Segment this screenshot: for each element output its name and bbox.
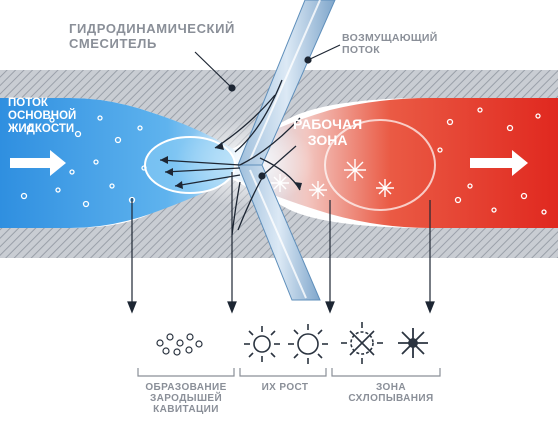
label-pointers <box>194 44 341 180</box>
bubble-cluster-icon <box>156 333 203 356</box>
streamline-heads <box>160 142 302 190</box>
growing-bubble-icon <box>288 324 328 364</box>
growing-bubble-icon <box>244 326 280 362</box>
flow-arrow-icon <box>10 150 66 176</box>
collapsing-bubble-icon <box>341 322 383 364</box>
injector-tube <box>237 0 336 301</box>
wake-bubble <box>324 119 436 211</box>
disturbing-flow-label: ВОЗМУЩАЮЩИЙ ПОТОК <box>342 32 438 56</box>
stage-nucleation-label: ОБРАЗОВАНИЕ ЗАРОДЫШЕЙ КАВИТАЦИИ <box>145 382 227 416</box>
collapsing-bubble-icon <box>398 328 428 358</box>
streamlines <box>159 79 301 236</box>
working-zone-label: РАБОЧАЯ ЗОНА <box>293 116 363 148</box>
stage-brackets <box>137 368 441 377</box>
snowflake-icon <box>271 159 394 199</box>
mixer-label: ГИДРОДИНАМИЧЕСКИЙ СМЕСИТЕЛЬ <box>69 21 235 51</box>
main-flow-label: ПОТОК ОСНОВНОЙ ЖИДКОСТИ <box>8 97 77 135</box>
channel-bubbles <box>20 107 547 215</box>
stage-collapse-label: ЗОНА СХЛОПЫВАНИЯ <box>348 382 434 405</box>
stage-growth-label: ИХ РОСТ <box>261 382 309 393</box>
stage-pointers <box>127 172 435 314</box>
flow-arrow-icon <box>470 150 528 176</box>
